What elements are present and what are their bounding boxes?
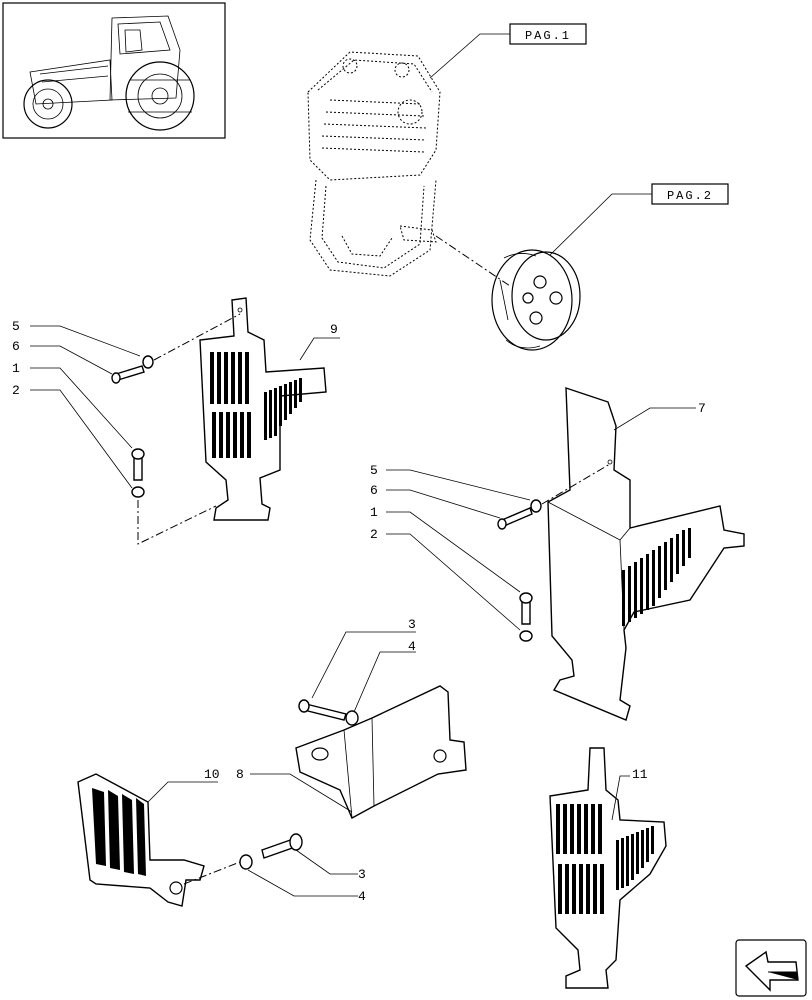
back-arrow-icon[interactable] <box>735 939 807 997</box>
washer-2-left <box>131 486 145 498</box>
washer-4-lower <box>239 854 253 870</box>
washer-4-upper <box>345 710 359 726</box>
callout-lower-4: 4 <box>358 889 366 904</box>
pulley <box>491 249 581 351</box>
washer-5-left <box>142 355 154 369</box>
tractor-icon <box>23 15 195 131</box>
bracket-11-slots <box>556 804 654 914</box>
callout-lower-3: 3 <box>358 867 366 882</box>
bracket-part-9 <box>199 297 340 521</box>
callout-right-1: 1 <box>370 505 378 520</box>
callout-left-5: 5 <box>12 319 20 334</box>
bracket-9-slots <box>210 352 302 458</box>
bracket-part-11 <box>549 747 667 989</box>
pag2-reference[interactable]: PAG.2 <box>549 183 729 256</box>
tractor-thumbnail[interactable] <box>2 2 226 139</box>
callout-7: 7 <box>698 401 706 416</box>
callout-right-5: 5 <box>370 463 378 478</box>
callout-left-6: 6 <box>12 339 20 354</box>
bolt-3-upper <box>303 703 347 721</box>
bracket-part-7 <box>547 387 745 721</box>
callout-9: 9 <box>330 322 338 337</box>
pag1-label: PAG.1 <box>525 29 571 43</box>
bracket-part-10 <box>77 773 358 907</box>
callout-10: 10 <box>204 767 220 782</box>
callout-upper-4: 4 <box>408 639 416 654</box>
thumbnail-frame <box>2 2 226 139</box>
bracket-10-slots <box>92 788 146 876</box>
callout-8: 8 <box>236 767 244 782</box>
callout-left-2: 2 <box>12 383 20 398</box>
bracket-7-slots <box>622 528 691 626</box>
callout-upper-3: 3 <box>408 617 416 632</box>
compressor <box>307 51 511 287</box>
washer-2-right <box>519 630 533 642</box>
left-fasteners <box>30 313 241 545</box>
right-fasteners <box>386 463 611 642</box>
callout-right-6: 6 <box>370 483 378 498</box>
callout-left-1: 1 <box>12 361 20 376</box>
washer-5-right <box>530 499 542 513</box>
pag1-reference[interactable]: PAG.1 <box>429 23 587 79</box>
bracket-part-8 <box>250 631 467 819</box>
callout-right-2: 2 <box>370 527 378 542</box>
pag2-label: PAG.2 <box>667 189 713 203</box>
callout-11: 11 <box>632 767 648 782</box>
